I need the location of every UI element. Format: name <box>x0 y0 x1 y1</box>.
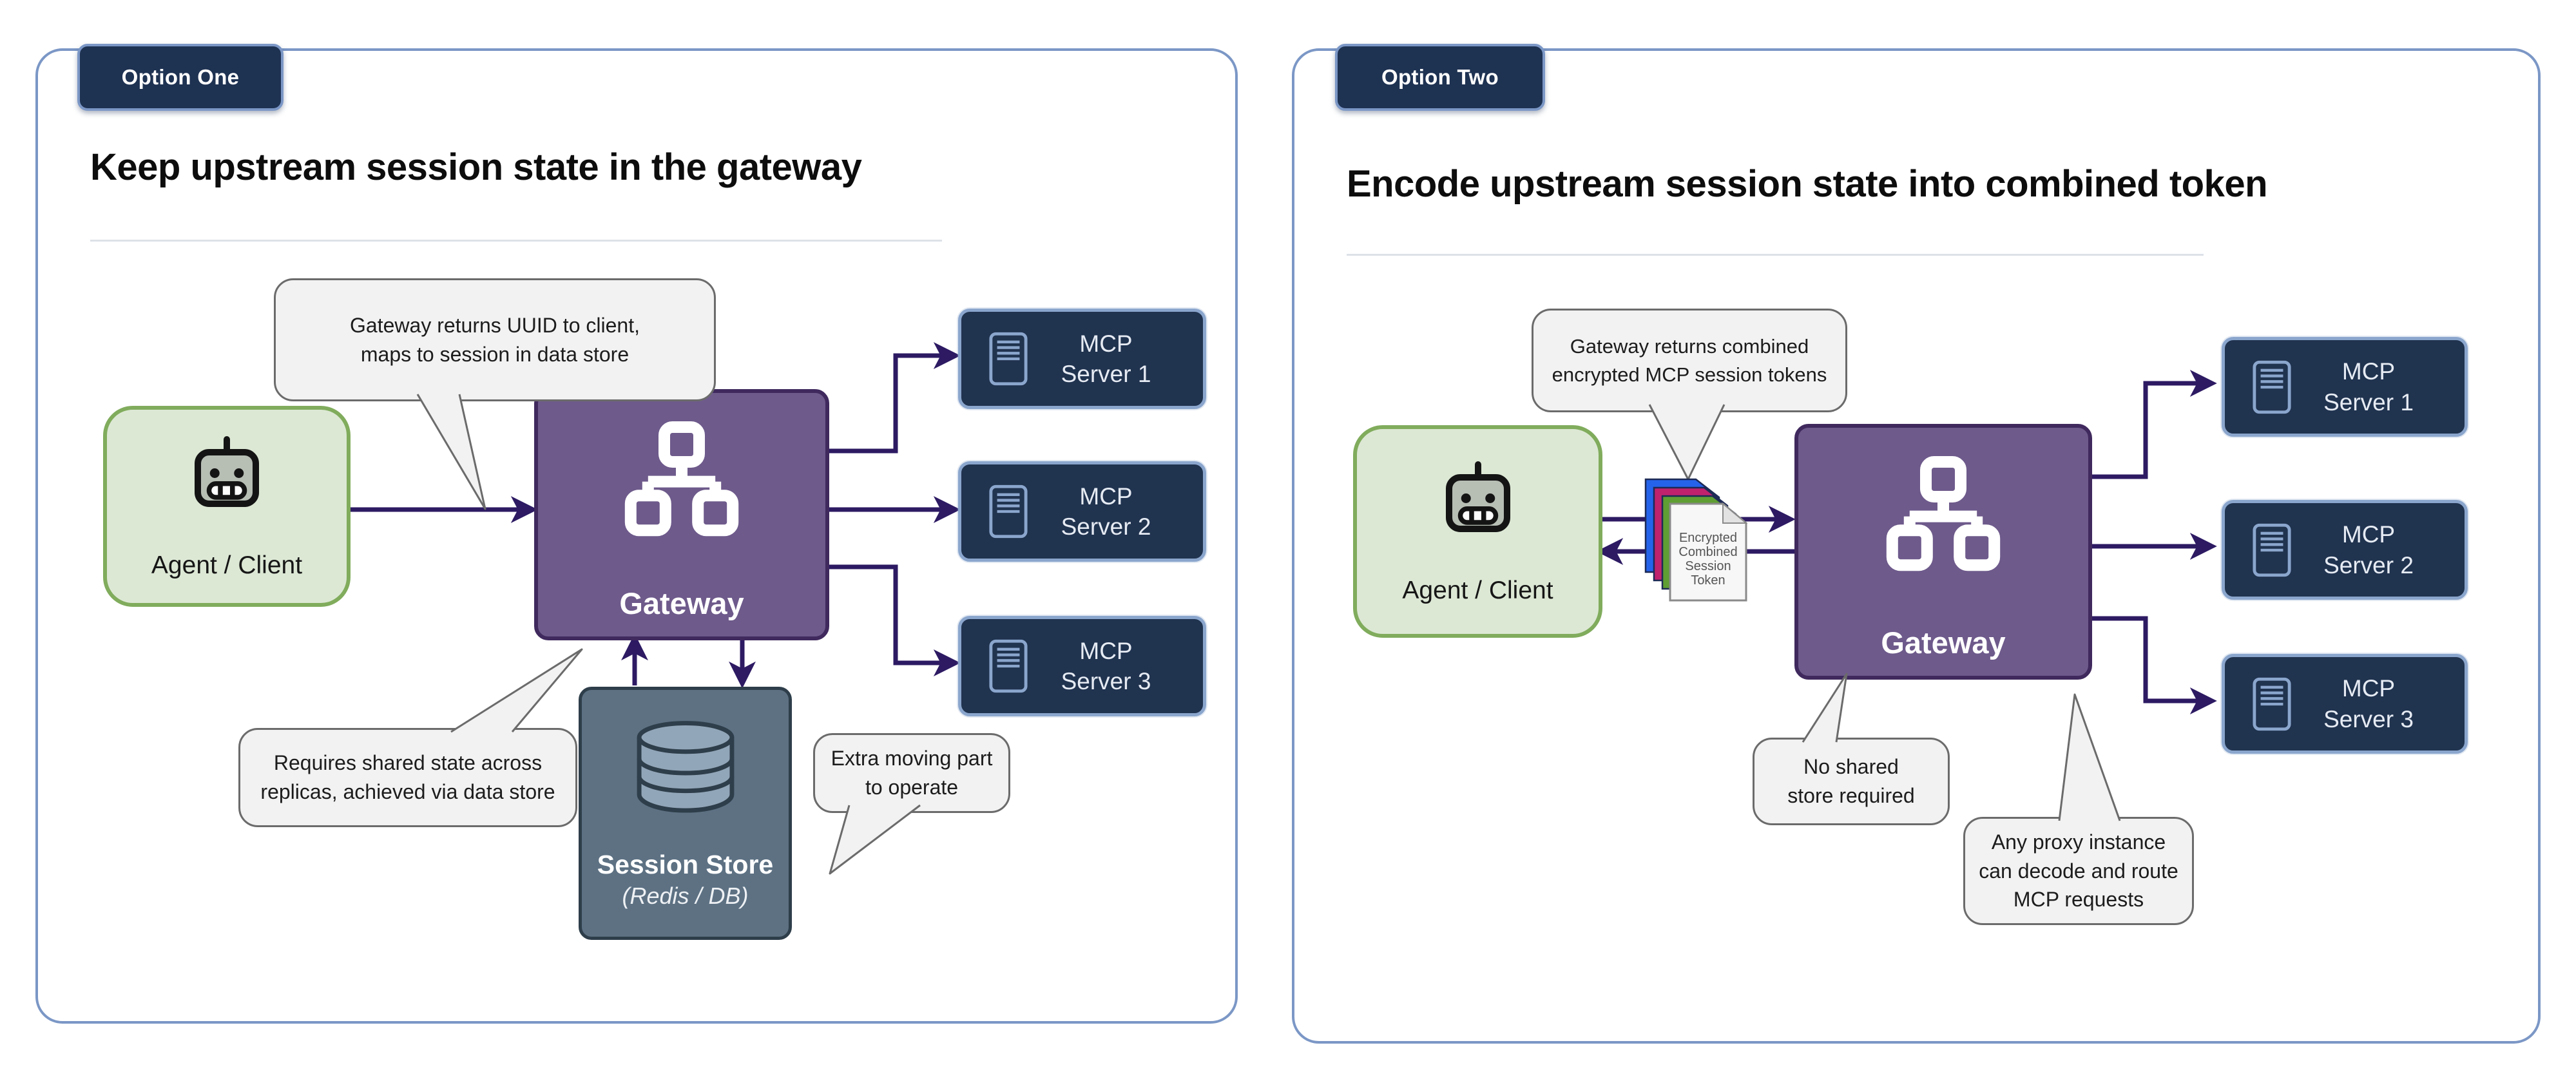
panel-two-title: Encode upstream session state into combi… <box>1347 163 2268 205</box>
panel-one-title-rule <box>90 240 942 242</box>
badge-label: Option One <box>121 65 240 89</box>
agent-client-box-2: Agent / Client <box>1353 425 1602 638</box>
mcp-server-1-box-2: MCP Server 1 <box>2222 337 2468 437</box>
robot-icon <box>1445 461 1510 532</box>
mcp-server-1-box-1: MCP Server 1 <box>958 309 1206 409</box>
gateway-label: Gateway <box>1881 626 2006 660</box>
panel-one-title: Keep upstream session state in the gatew… <box>90 146 862 188</box>
network-icon <box>1886 456 2001 571</box>
mcp-server-3-box-1: MCP Server 3 <box>958 616 1206 716</box>
panel-two-title-rule <box>1347 254 2204 256</box>
session-store-box: Session Store (Redis / DB) <box>579 687 792 940</box>
server-label: MCP Server 3 <box>1061 637 1151 694</box>
callout-shared-state: Requires shared state across replicas, a… <box>238 728 577 827</box>
callout-uuid-mapping: Gateway returns UUID to client, maps to … <box>274 278 716 401</box>
server-icon <box>2253 677 2291 731</box>
server-label: MCP Server 2 <box>1061 483 1151 540</box>
mcp-server-2-box-1: MCP Server 2 <box>958 461 1206 562</box>
token-label: Encrypted Combined Session Token <box>1678 531 1738 588</box>
server-icon <box>989 639 1028 693</box>
mcp-server-3-box-2: MCP Server 3 <box>2222 654 2468 754</box>
agent-client-label: Agent / Client <box>151 551 303 579</box>
gateway-box-1: Gateway <box>534 389 829 640</box>
badge-option-two: Option Two <box>1335 44 1545 111</box>
badge-label: Option Two <box>1381 65 1499 89</box>
server-label: MCP Server 3 <box>2323 675 2414 732</box>
badge-option-one: Option One <box>77 44 284 111</box>
database-icon <box>637 721 734 813</box>
mcp-server-2-box-2: MCP Server 2 <box>2222 500 2468 600</box>
callout-combined-tokens: Gateway returns combined encrypted MCP s… <box>1532 309 1847 412</box>
server-icon <box>2253 523 2291 577</box>
gateway-box-2: Gateway <box>1794 424 2092 680</box>
gateway-label: Gateway <box>619 586 744 620</box>
network-icon <box>624 421 739 537</box>
callout-no-shared-store: No shared store required <box>1753 738 1950 825</box>
server-icon <box>989 332 1028 386</box>
server-label: MCP Server 1 <box>1061 330 1151 387</box>
callout-any-proxy: Any proxy instance can decode and route … <box>1963 817 2194 925</box>
session-store-name: Session Store <box>597 850 774 879</box>
server-label: MCP Server 2 <box>2323 521 2414 578</box>
robot-icon <box>195 436 259 507</box>
server-icon <box>2253 360 2291 414</box>
session-store-sub: (Redis / DB) <box>622 883 749 909</box>
agent-client-label: Agent / Client <box>1402 577 1553 604</box>
callout-extra-moving-part: Extra moving part to operate <box>813 733 1010 813</box>
server-label: MCP Server 1 <box>2323 358 2414 416</box>
agent-client-box-1: Agent / Client <box>103 406 351 607</box>
server-icon <box>989 484 1028 539</box>
